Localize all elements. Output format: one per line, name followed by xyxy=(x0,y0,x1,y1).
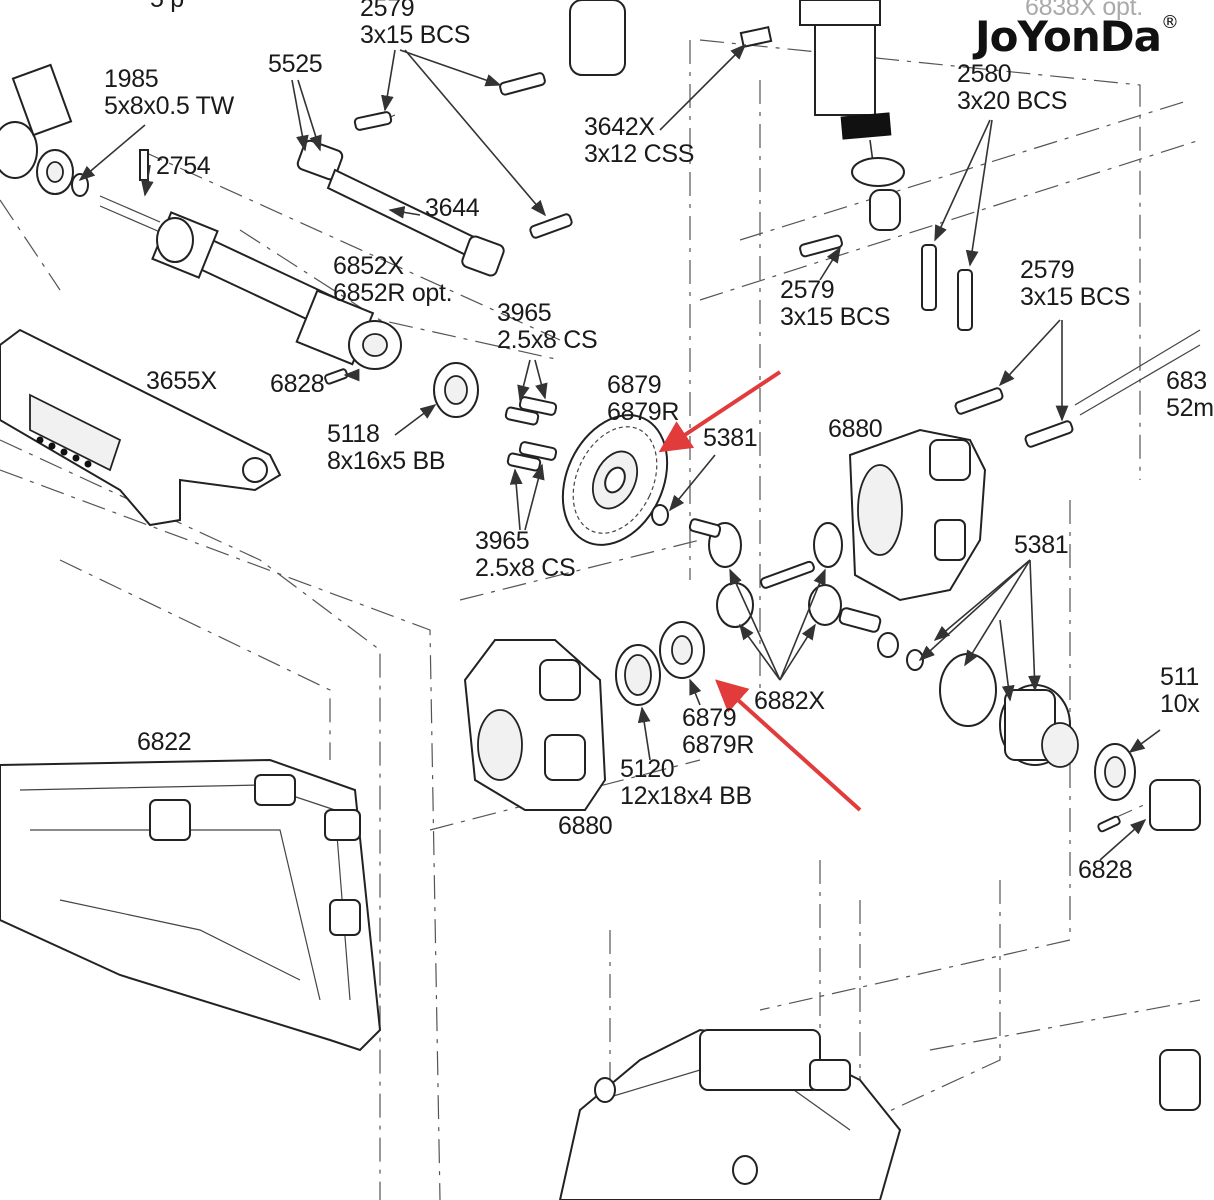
brand-watermark: JoYonDa® xyxy=(975,12,1179,61)
callout-screw-2580: 2580 3x20 BCS xyxy=(957,60,1068,115)
skid-plate-part xyxy=(0,758,382,1052)
callout-pinion-6879-lower: 6879 6879R xyxy=(682,704,755,759)
registered-mark: ® xyxy=(1161,12,1179,33)
callout-screw-2579-top: 2579 3x15 BCS xyxy=(360,0,471,49)
callout-top-right-partial: 6838X opt. xyxy=(1025,0,1143,21)
highlight-arrows xyxy=(658,370,862,812)
callout-screw-2579-mid: 2579 3x15 BCS xyxy=(780,276,891,331)
callout-right-edge-partial-2: 511 10x xyxy=(1160,663,1200,718)
leader-lines xyxy=(78,43,1161,861)
screws-3965 xyxy=(324,368,558,472)
callout-link-5525: 5525 xyxy=(268,50,323,78)
callout-screw-3965-upper: 3965 2.5x8 CS xyxy=(497,299,598,354)
callout-ring-gear-6879-upper: 6879 6879R xyxy=(607,371,680,426)
highlight-arrow-ring-gear xyxy=(658,370,782,453)
lower-chassis-part xyxy=(558,1028,1201,1200)
shock-part xyxy=(569,0,905,231)
callout-shim-5381-right: 5381 xyxy=(1014,531,1069,559)
housing-left-part xyxy=(463,639,607,811)
housing-right-part xyxy=(848,428,987,602)
camber-link-part xyxy=(296,72,573,277)
callout-washer-1985: 1985 5x8x0.5 TW xyxy=(104,65,234,120)
callout-screw-3642x: 3642X 3x12 CSS xyxy=(584,113,695,168)
driveshaft-part xyxy=(99,195,402,370)
brand-name: JoYonDa xyxy=(975,12,1162,61)
callout-top-left-partial: 5 p xyxy=(150,0,184,13)
callout-skid-6822: 6822 xyxy=(137,728,192,756)
assembly-guide-lines xyxy=(0,39,1201,1200)
callout-bearing-5120: 5120 12x18x4 BB xyxy=(620,755,752,810)
callout-bearing-5118: 5118 8x16x5 BB xyxy=(327,420,446,475)
callout-shim-5381-upper: 5381 xyxy=(703,424,758,452)
callout-pin-6828-left: 6828 xyxy=(270,370,325,398)
suspension-arm-part xyxy=(0,328,282,527)
callout-screw-3965-lower: 3965 2.5x8 CS xyxy=(475,527,576,582)
ring-gear-part xyxy=(561,414,669,546)
bearing-5120-part xyxy=(615,621,705,706)
callout-pin-2754: 2754 xyxy=(156,152,211,180)
callout-housing-6880-right: 6880 xyxy=(828,415,883,443)
callout-arm-3655x: 3655X xyxy=(146,367,217,395)
callout-driveshaft-6852x: 6852X 6852R opt. xyxy=(333,252,453,307)
callout-link-3644: 3644 xyxy=(425,194,480,222)
highlight-arrow-pinion-gear xyxy=(715,679,862,812)
callout-right-edge-partial: 683 52m xyxy=(1166,367,1214,422)
callout-screw-2579-right: 2579 3x15 BCS xyxy=(1020,256,1131,311)
spider-gears-part xyxy=(688,518,924,671)
callout-pin-6828-right: 6828 xyxy=(1078,856,1133,884)
left-bearings xyxy=(0,63,149,197)
callout-housing-6880-left: 6880 xyxy=(558,812,613,840)
diff-case-part xyxy=(939,653,1201,833)
bearing-5118-part xyxy=(433,362,479,418)
upper-right-screws xyxy=(799,234,1201,448)
callout-spider-gears-6882x: 6882X xyxy=(754,687,825,715)
